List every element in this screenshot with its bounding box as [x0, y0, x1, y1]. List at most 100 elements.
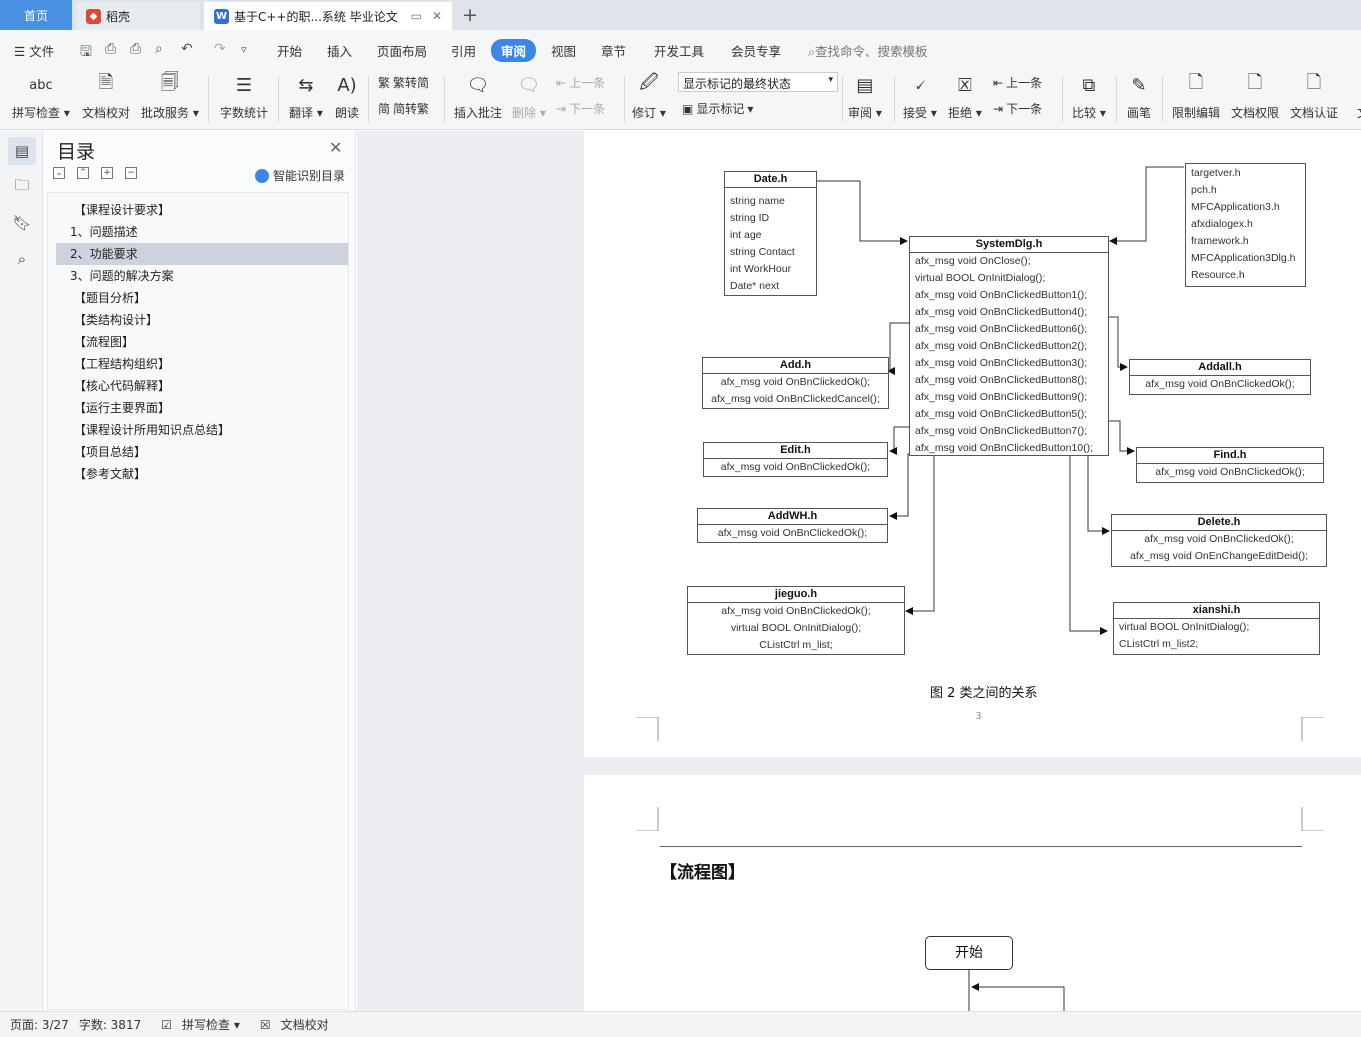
menu-item-insert[interactable]: 插入	[327, 44, 353, 59]
class-member: afx_msg void OnBnClickedButton2();	[915, 340, 1088, 352]
print-preview-icon[interactable]: ⌕	[155, 41, 163, 57]
menu-item-layout[interactable]: 页面布局	[377, 44, 428, 59]
next-change-icon: ⇥	[993, 101, 1004, 116]
save-icon[interactable]: 🖫	[80, 44, 92, 60]
markup-state-select[interactable]: 显示标记的最终状态▾	[678, 72, 838, 92]
doc-rights-button[interactable]: 🗋 文档权限	[1231, 72, 1279, 121]
close-tab-icon[interactable]: ✕	[431, 9, 442, 23]
print-icon[interactable]: ⎙	[130, 41, 142, 57]
translate-button[interactable]: ⇆ 翻译 ▾	[289, 72, 323, 121]
review-pane-button[interactable]: ▤ 审阅 ▾	[848, 72, 882, 121]
ribbon-separator	[624, 76, 625, 122]
chapter-nav-icon[interactable]: 🗀	[14, 175, 30, 194]
float-window-icon[interactable]: ▭	[410, 9, 422, 23]
lock-doc-icon: 🗋	[1188, 72, 1204, 93]
find-icon[interactable]: ⌕	[17, 250, 27, 268]
toc-item[interactable]: 【流程图】	[74, 335, 135, 349]
toc-nav-icon[interactable]: ▤	[8, 137, 36, 165]
new-tab-icon[interactable]: +	[462, 4, 478, 26]
class-member: afx_msg void OnBnClickedOk();	[1144, 533, 1294, 545]
tab-daoke[interactable]: ◆ 稻壳	[76, 2, 200, 30]
class-member: int WorkHour	[730, 263, 792, 275]
next-change-button[interactable]: ⇥下一条	[993, 100, 1042, 117]
quick-access-dropdown-icon[interactable]: ▿	[241, 43, 247, 56]
smart-toc-label: 智能识别目录	[273, 169, 346, 183]
word-count-indicator[interactable]: 字数: 3817	[78, 1018, 142, 1032]
menu-item-devtools[interactable]: 开发工具	[654, 44, 705, 59]
toc-item[interactable]: 【工程结构组织】	[74, 357, 171, 371]
undo-icon[interactable]: ↶	[181, 41, 193, 57]
menu-item-member[interactable]: 会员专享	[731, 44, 782, 59]
add-heading-icon[interactable]: +	[101, 167, 113, 179]
file-menu-label: 文件	[29, 44, 55, 59]
insert-comment-button[interactable]: 🗨 插入批注	[454, 72, 502, 121]
toc-item[interactable]: 【课程设计所用知识点总结】	[74, 423, 231, 437]
simp-to-trad-button[interactable]: 简简转繁	[378, 100, 429, 117]
doc-proof-button[interactable]: 🗎 文档校对	[82, 72, 130, 121]
track-changes-button[interactable]: 🖉 修订 ▾	[632, 72, 666, 120]
collapse-all-icon[interactable]: ⌄	[53, 167, 65, 179]
compare-button[interactable]: ⧉ 比较 ▾	[1072, 72, 1106, 121]
pen-button[interactable]: ✎ 画笔	[1126, 72, 1152, 121]
reject-button[interactable]: 🗵 拒绝 ▾	[948, 72, 982, 121]
toc-item[interactable]: 【类结构设计】	[74, 313, 159, 327]
bookmark-icon[interactable]: 🔖︎	[12, 214, 32, 232]
toc-item[interactable]: 【参考文献】	[74, 467, 147, 481]
translate-icon: ⇆	[298, 74, 314, 96]
trad-to-simp-button[interactable]: 繁繁转简	[378, 74, 429, 91]
menu-item-start[interactable]: 开始	[277, 44, 303, 59]
page-indicator[interactable]: 页面: 3/27	[10, 1018, 69, 1032]
accept-button[interactable]: 🗸 接受 ▾	[903, 72, 937, 121]
menu-item-chapter[interactable]: 章节	[601, 44, 627, 59]
class-member: CListCtrl m_list2;	[1119, 638, 1199, 650]
tab-home[interactable]: 首页	[0, 0, 72, 30]
status-spell-check[interactable]: ☑拼写检查 ▾	[161, 1018, 240, 1032]
review-pane-icon: ▤	[856, 74, 874, 96]
spell-check-button[interactable]: abc 拼写检查 ▾	[12, 72, 70, 121]
class-member: framework.h	[1191, 235, 1249, 247]
toc-item[interactable]: 【课程设计要求】	[74, 203, 171, 217]
toc-item-selected[interactable]: 2、功能要求	[56, 243, 348, 265]
next-comment-button[interactable]: ⇥下一条	[556, 100, 605, 117]
toc-item[interactable]: 【运行主要界面】	[74, 401, 171, 415]
toc-item[interactable]: 【题目分析】	[74, 291, 147, 305]
menu-item-reference[interactable]: 引用	[451, 44, 477, 59]
document-page[interactable]: 【流程图】 开始	[584, 775, 1361, 1011]
show-markup-button[interactable]: ▣显示标记 ▾	[682, 101, 754, 117]
more-ribbon-button[interactable]: 文	[1350, 72, 1361, 121]
toc-item[interactable]: 1、问题描述	[70, 225, 138, 239]
document-workspace[interactable]: Date.h string name string ID int age str…	[357, 131, 1361, 1011]
restrict-edit-button[interactable]: 🗋 限制编辑	[1172, 72, 1220, 121]
doc-cert-button[interactable]: 🗋 文档认证	[1290, 72, 1338, 121]
toc-item[interactable]: 【核心代码解释】	[74, 379, 171, 393]
tab-document[interactable]: W 基于C++的职...系统 毕业论文 ▭ ✕	[204, 2, 452, 30]
pen-icon: ✎	[1131, 74, 1147, 96]
review-service-button[interactable]: 🗐 批改服务 ▾	[141, 72, 199, 120]
next-change-label: 下一条	[1006, 102, 1043, 116]
file-menu[interactable]: ☰ 文件	[14, 44, 55, 59]
expand-all-icon[interactable]: ⌃	[77, 167, 89, 179]
status-doc-proof[interactable]: ☒文档校对	[250, 1016, 329, 1033]
trad-to-simp-label: 繁转简	[393, 76, 430, 90]
menu-item-review[interactable]: 审阅	[491, 39, 537, 62]
class-relation-lines	[816, 166, 1184, 635]
close-icon[interactable]: ✕	[329, 138, 343, 157]
class-member: MFCApplication3Dlg.h	[1191, 252, 1296, 264]
markup-state-value: 显示标记的最终状态	[683, 77, 792, 91]
toc-item[interactable]: 3、问题的解决方案	[70, 269, 174, 283]
prev-comment-button[interactable]: ⇤上一条	[556, 74, 605, 91]
redo-icon[interactable]: ↷	[214, 41, 226, 57]
export-pdf-icon[interactable]: ⎙	[105, 41, 117, 57]
document-page[interactable]: Date.h string name string ID int age str…	[584, 131, 1361, 757]
toc-item[interactable]: 【项目总结】	[74, 445, 147, 459]
delete-comment-button[interactable]: 🗨 删除 ▾	[512, 72, 546, 121]
read-aloud-button[interactable]: A) 朗读	[334, 72, 360, 121]
class-member: afx_msg void OnBnClickedButton8();	[915, 374, 1088, 386]
class-member: int age	[730, 229, 762, 241]
prev-change-button[interactable]: ⇤上一条	[993, 74, 1042, 91]
word-count-button[interactable]: ☰ 字数统计	[220, 72, 268, 121]
smart-toc-button[interactable]: 智能识别目录	[255, 167, 345, 184]
remove-heading-icon[interactable]: −	[125, 167, 137, 179]
menu-item-view[interactable]: 视图	[551, 44, 577, 59]
command-search[interactable]: ⌕查找命令、搜索模板	[808, 41, 928, 60]
